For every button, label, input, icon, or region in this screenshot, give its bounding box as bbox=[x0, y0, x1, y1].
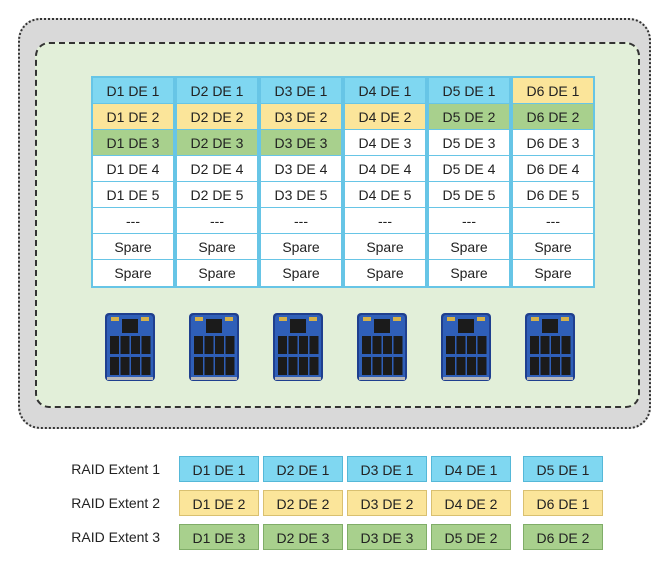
raid-extent-cell: D1 DE 1 bbox=[179, 456, 259, 482]
disk-extent-cell: D4 DE 5 bbox=[345, 182, 425, 208]
raid-extent-cell: D6 DE 1 bbox=[523, 490, 603, 516]
disk-extent-cell: D3 DE 5 bbox=[261, 182, 341, 208]
disk-extent-cell: D5 DE 3 bbox=[429, 130, 509, 156]
disk-extent-cell: --- bbox=[177, 208, 257, 234]
raid-extent-cell: D5 DE 1 bbox=[523, 456, 603, 482]
disk-extent-cell: --- bbox=[93, 208, 173, 234]
disk-extent-cell: Spare bbox=[345, 234, 425, 260]
disk-extent-cell: D2 DE 3 bbox=[177, 130, 257, 156]
disk-extent-cell: D5 DE 1 bbox=[429, 78, 509, 104]
raid-extent-cell: D1 DE 2 bbox=[179, 490, 259, 516]
disk-extent-cell: D6 DE 1 bbox=[513, 78, 593, 104]
disk-extent-cell: D6 DE 2 bbox=[513, 104, 593, 130]
disk-extent-cell: Spare bbox=[429, 260, 509, 286]
disk-extent-cell: D3 DE 1 bbox=[261, 78, 341, 104]
disk-extent-cell: D3 DE 3 bbox=[261, 130, 341, 156]
ssd-drive-icon bbox=[439, 311, 493, 383]
raid-extent-cell: D4 DE 1 bbox=[431, 456, 511, 482]
disk-extent-cell: Spare bbox=[261, 234, 341, 260]
disk-extent-cell: D3 DE 4 bbox=[261, 156, 341, 182]
disk-extent-cell: D4 DE 4 bbox=[345, 156, 425, 182]
disk-extent-cell: D5 DE 2 bbox=[429, 104, 509, 130]
disk-extent-cell: Spare bbox=[177, 260, 257, 286]
disk-extent-cell: D2 DE 4 bbox=[177, 156, 257, 182]
disk-extent-cell: Spare bbox=[93, 260, 173, 286]
disk-extent-cell: --- bbox=[429, 208, 509, 234]
disk-extent-cell: D3 DE 2 bbox=[261, 104, 341, 130]
disk-extent-cell: D1 DE 3 bbox=[93, 130, 173, 156]
raid-extent-label: RAID Extent 3 bbox=[71, 529, 160, 545]
disk-extent-cell: Spare bbox=[513, 260, 593, 286]
raid-extent-cell: D4 DE 2 bbox=[431, 490, 511, 516]
raid-extent-cell: D3 DE 2 bbox=[347, 490, 427, 516]
disk-extent-cell: D1 DE 1 bbox=[93, 78, 173, 104]
raid-extent-label: RAID Extent 2 bbox=[71, 495, 160, 511]
disk-extent-cell: Spare bbox=[261, 260, 341, 286]
disk-extent-cell: --- bbox=[513, 208, 593, 234]
disk-extent-cell: D5 DE 4 bbox=[429, 156, 509, 182]
raid-extent-cell: D3 DE 3 bbox=[347, 524, 427, 550]
disk-extent-cell: D1 DE 4 bbox=[93, 156, 173, 182]
disk-extent-cell: D4 DE 2 bbox=[345, 104, 425, 130]
disk-extent-cell: --- bbox=[345, 208, 425, 234]
ssd-drive-icon bbox=[523, 311, 577, 383]
disk-extent-cell: D4 DE 3 bbox=[345, 130, 425, 156]
disk-extent-cell: D2 DE 2 bbox=[177, 104, 257, 130]
ssd-drive-icon bbox=[103, 311, 157, 383]
disk-extent-cell: Spare bbox=[345, 260, 425, 286]
ssd-drive-icon bbox=[271, 311, 325, 383]
disk-extent-cell: --- bbox=[261, 208, 341, 234]
raid-extent-cell: D2 DE 2 bbox=[263, 490, 343, 516]
disk-extent-cell: D2 DE 1 bbox=[177, 78, 257, 104]
disk-extent-cell: D6 DE 5 bbox=[513, 182, 593, 208]
disk-extent-cell: Spare bbox=[177, 234, 257, 260]
disk-extent-cell: D6 DE 4 bbox=[513, 156, 593, 182]
raid-extent-cell: D1 DE 3 bbox=[179, 524, 259, 550]
disk-extent-cell: D1 DE 2 bbox=[93, 104, 173, 130]
raid-extent-cell: D6 DE 2 bbox=[523, 524, 603, 550]
disk-extent-cell: D6 DE 3 bbox=[513, 130, 593, 156]
raid-extent-cell: D2 DE 3 bbox=[263, 524, 343, 550]
disk-extent-cell: Spare bbox=[93, 234, 173, 260]
disk-extent-cell: D1 DE 5 bbox=[93, 182, 173, 208]
raid-extent-label: RAID Extent 1 bbox=[71, 461, 160, 477]
ssd-drive-icon bbox=[355, 311, 409, 383]
raid-extent-cell: D5 DE 2 bbox=[431, 524, 511, 550]
disk-extent-cell: D4 DE 1 bbox=[345, 78, 425, 104]
disk-extent-cell: D2 DE 5 bbox=[177, 182, 257, 208]
disk-extent-cell: Spare bbox=[429, 234, 509, 260]
disk-extent-cell: Spare bbox=[513, 234, 593, 260]
ssd-drive-icon bbox=[187, 311, 241, 383]
raid-extent-cell: D3 DE 1 bbox=[347, 456, 427, 482]
raid-extent-cell: D2 DE 1 bbox=[263, 456, 343, 482]
disk-extent-cell: D5 DE 5 bbox=[429, 182, 509, 208]
